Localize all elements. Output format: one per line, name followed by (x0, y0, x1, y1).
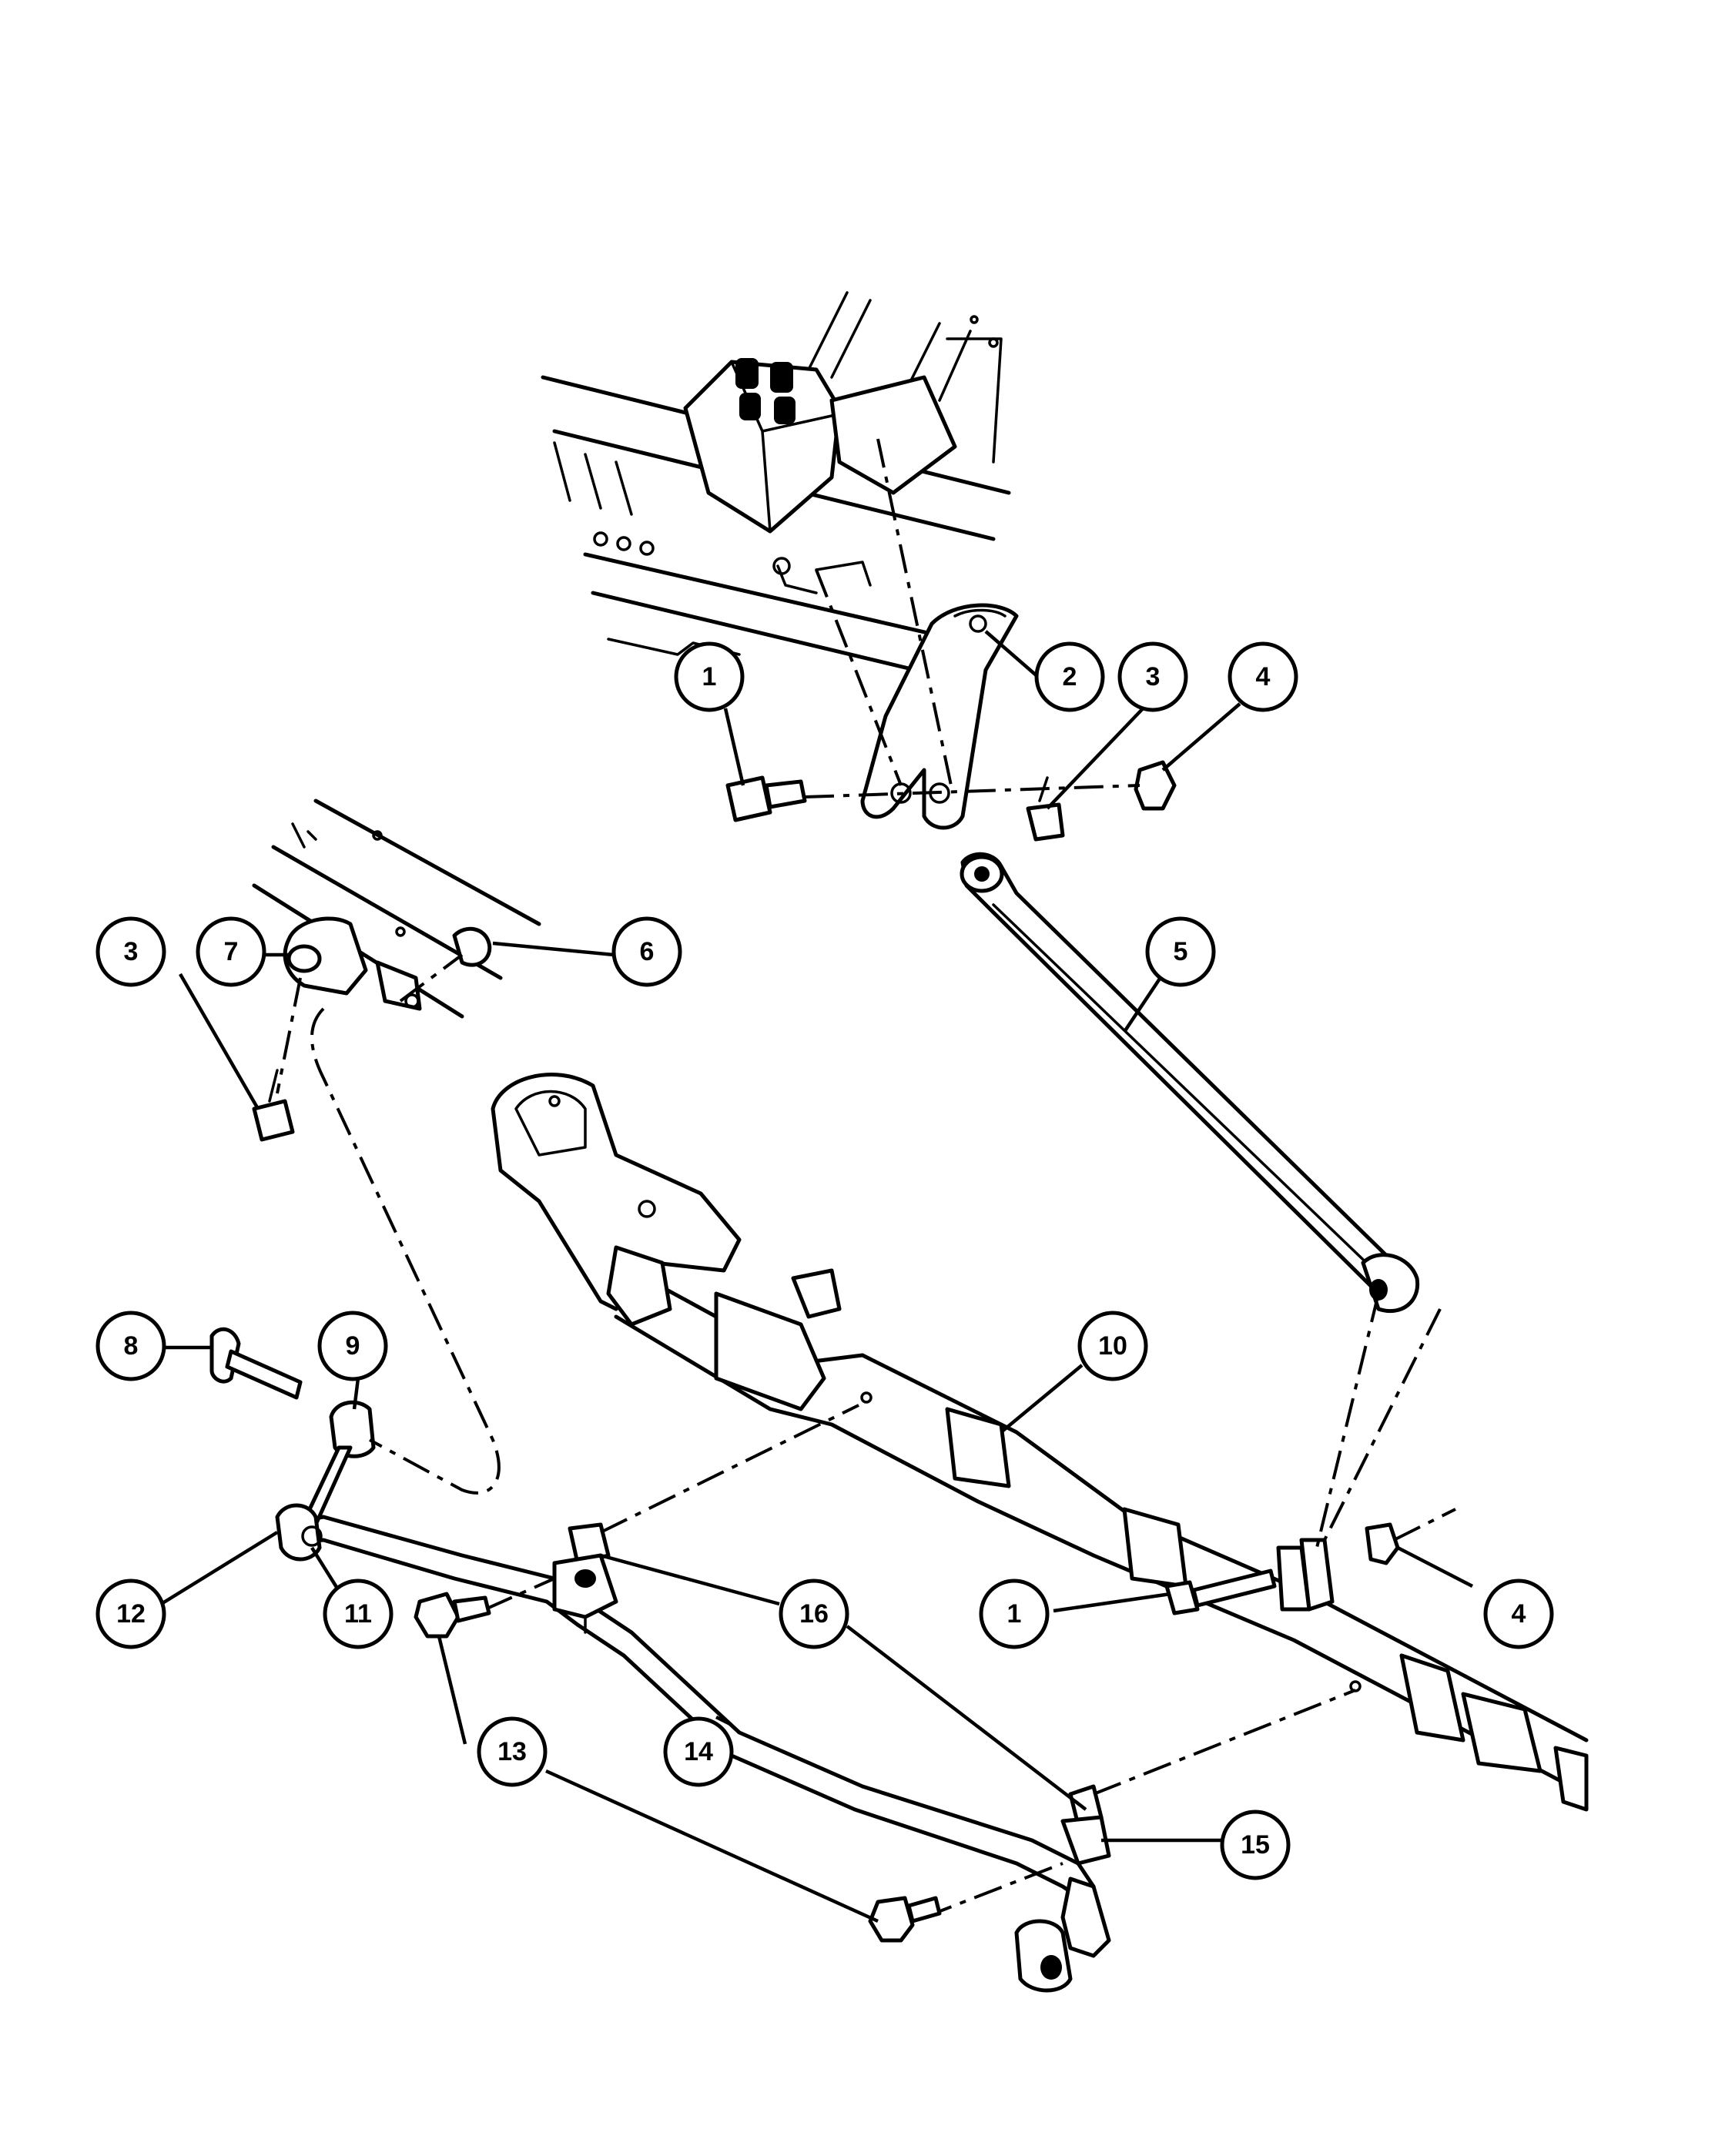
callout-1-top: 1 (674, 641, 745, 712)
track-bar (960, 852, 1420, 1314)
svg-text:6: 6 (640, 937, 655, 966)
svg-text:1: 1 (1007, 1599, 1022, 1629)
dash-top-vertical-1 (815, 569, 903, 786)
svg-text:8: 8 (124, 1331, 139, 1361)
axle-housing (491, 1073, 1589, 1812)
svg-text:3: 3 (124, 937, 139, 966)
callout-5: 5 (1145, 916, 1216, 987)
nut-top-right (1134, 760, 1177, 811)
callout-6: 6 (611, 916, 682, 987)
frame-rail-left (252, 798, 541, 1019)
nut-axle-right (1365, 1522, 1400, 1565)
svg-text:16: 16 (799, 1599, 829, 1629)
dash-track-bar-right-2 (1323, 1308, 1442, 1541)
bolt-top-left (725, 775, 807, 822)
bolt-axle-track-bar (1164, 1568, 1277, 1615)
callout-2: 2 (1034, 641, 1105, 712)
callout-7: 7 (196, 916, 266, 987)
stabilizer-bushing-left (552, 1522, 618, 1619)
dash-bushing-left-axle (600, 1404, 859, 1534)
svg-text:12: 12 (116, 1599, 146, 1629)
callout-14: 14 (663, 1716, 734, 1787)
svg-text:10: 10 (1098, 1331, 1127, 1361)
callout-4-axle: 4 (1483, 1578, 1554, 1649)
dash-bolt-bushing-left (484, 1577, 555, 1611)
bolt-stabilizer-right (868, 1896, 942, 1943)
callout-11: 11 (323, 1578, 394, 1649)
dash-bolt-bushing-right (923, 1862, 1063, 1919)
svg-text:15: 15 (1241, 1830, 1270, 1860)
svg-text:3: 3 (1146, 662, 1161, 691)
callout-10: 10 (1077, 1311, 1148, 1381)
callout-9: 9 (317, 1311, 388, 1381)
frame-rail-upper (541, 291, 1011, 680)
dash-track-bar-right (1315, 1293, 1380, 1548)
dash-nut-right (1393, 1508, 1456, 1542)
svg-text:5: 5 (1174, 937, 1188, 966)
svg-text:2: 2 (1063, 662, 1077, 691)
stabilizer-bushing-right (1060, 1784, 1111, 1866)
dash-bushing-right-axle (1093, 1689, 1356, 1796)
svg-text:7: 7 (224, 937, 239, 966)
svg-text:14: 14 (684, 1737, 713, 1766)
svg-text:4: 4 (1256, 662, 1271, 691)
callout-12: 12 (95, 1578, 166, 1649)
callout-13: 13 (477, 1716, 548, 1787)
bolt-stabilizer-left (414, 1592, 491, 1639)
bolt-top-mid (1026, 776, 1065, 842)
bolt-left-bracket (252, 1069, 295, 1142)
svg-text:13: 13 (497, 1737, 527, 1766)
stabilizer-link-left (275, 1400, 376, 1562)
svg-text:4: 4 (1512, 1599, 1526, 1629)
dash-top-vertical-2 (876, 438, 953, 786)
dash-top-bolt-line (804, 784, 1141, 798)
svg-text:11: 11 (344, 1599, 372, 1629)
dash-left-nut-line (399, 953, 464, 1003)
callout-4-top: 4 (1228, 641, 1298, 712)
track-bar-bracket (860, 603, 1019, 830)
callout-8: 8 (95, 1311, 166, 1381)
callout-16: 16 (779, 1578, 849, 1649)
svg-text:9: 9 (346, 1331, 360, 1361)
dash-left-bracket-bolt (276, 977, 302, 1094)
callout-1-axle: 1 (979, 1578, 1050, 1649)
callout-15: 15 (1220, 1810, 1291, 1880)
callout-3-top: 3 (1117, 641, 1188, 712)
svg-text:1: 1 (702, 662, 717, 691)
leader-lines (155, 630, 1474, 1923)
dash-link-frame (310, 1007, 501, 1495)
callout-3-left: 3 (95, 916, 166, 987)
bolt-link-upper (209, 1327, 303, 1400)
